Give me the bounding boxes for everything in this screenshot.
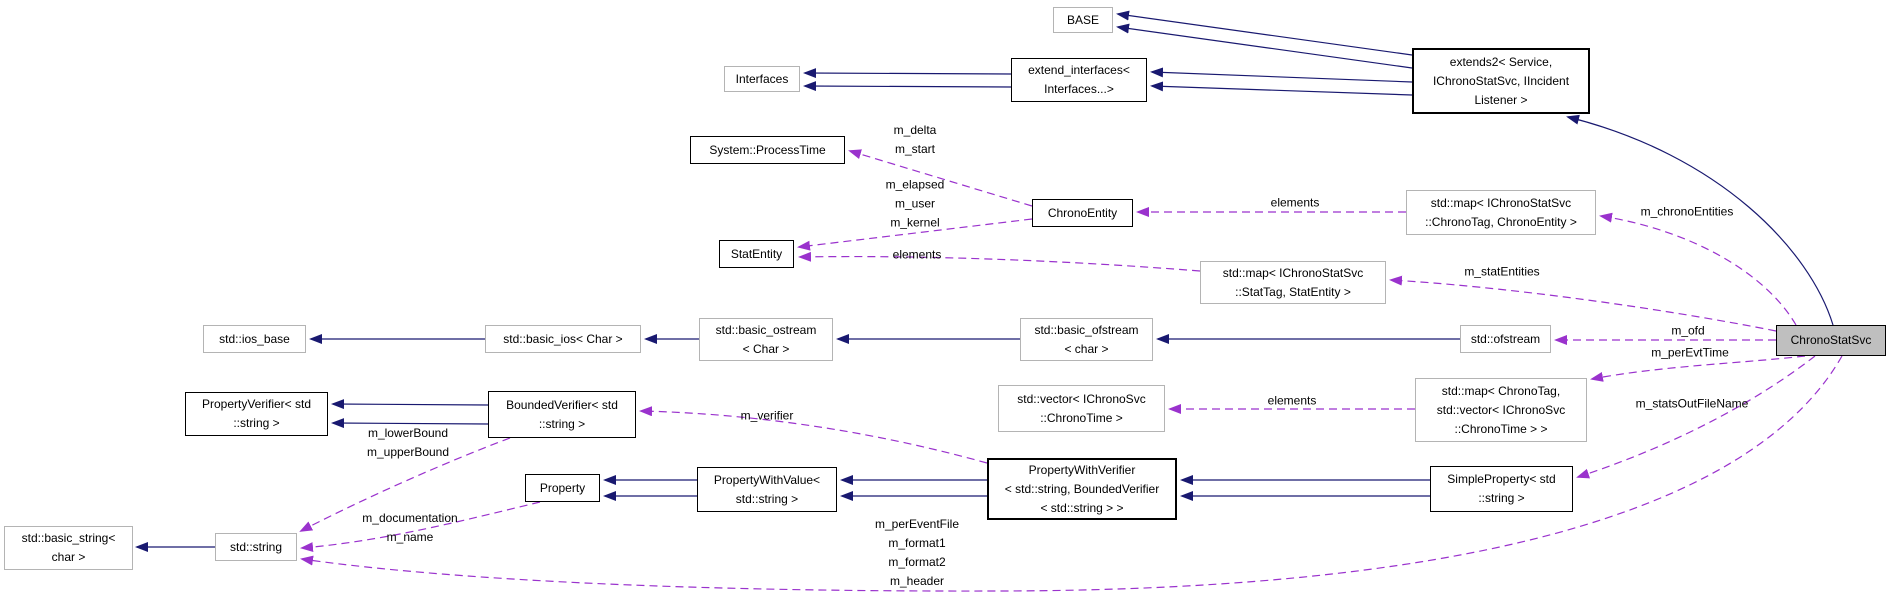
edge-chronostatsvc-extends2	[1566, 114, 1834, 326]
edge-label-m-elapsed-user-kernel: m_elapsed m_user m_kernel	[885, 177, 945, 230]
edge-extends2-extendinterfaces-1	[1150, 67, 1413, 83]
edge-chronoentity-processtime	[848, 149, 1033, 207]
node-map-chronotime[interactable]: std::map< ChronoTag, std::vector< IChron…	[1415, 378, 1587, 442]
node-ios-base[interactable]: std::ios_base	[203, 325, 306, 353]
edge-boundedverifier-propertyverifier-1	[331, 399, 489, 410]
node-base[interactable]: BASE	[1053, 7, 1113, 33]
edge-extends2-base-1	[1116, 10, 1413, 56]
edge-label-m-verifier: m_verifier	[740, 408, 794, 423]
node-system-processtime[interactable]: System::ProcessTime	[690, 136, 845, 164]
node-basic-ostream[interactable]: std::basic_ostream < Char >	[699, 318, 833, 361]
node-map-chronotag[interactable]: std::map< IChronoStatSvc ::ChronoTag, Ch…	[1406, 190, 1596, 235]
edge-label-m-documentation-name: m_documentation m_name	[362, 511, 458, 544]
edge-extends2-base-2	[1116, 23, 1413, 69]
edge-label-m-statsoutfilename: m_statsOutFileName	[1635, 396, 1749, 411]
edge-label-m-chronoentities: m_chronoEntities	[1640, 204, 1734, 219]
edge-propertywithverifier-boundedverifier	[639, 406, 988, 464]
edge-label-m-perevttime: m_perEvtTime	[1651, 345, 1729, 360]
edge-chronostatsvc-mapstattag	[1389, 275, 1777, 332]
edge-label-per-event-bundle: m_perEventFile m_format1 m_format2 m_hea…	[874, 517, 960, 588]
node-vector-chronotime[interactable]: std::vector< IChronoSvc ::ChronoTime >	[998, 385, 1165, 432]
node-extends2[interactable]: extends2< Service, IChronoStatSvc, IInci…	[1412, 48, 1590, 114]
node-interfaces[interactable]: Interfaces	[724, 66, 800, 92]
edge-label-elements-chrono: elements	[1270, 195, 1320, 210]
edge-label-m-ofd: m_ofd	[1671, 323, 1705, 338]
node-boundedverifier[interactable]: BoundedVerifier< std ::string >	[488, 391, 636, 438]
node-propertywithvalue[interactable]: PropertyWithValue< std::string >	[697, 467, 837, 512]
edge-chronostatsvc-mapchronotag	[1599, 212, 1797, 326]
edge-extends2-extendinterfaces-2	[1150, 81, 1413, 96]
edge-boundedverifier-propertyverifier-2	[331, 418, 489, 429]
node-std-string[interactable]: std::string	[215, 533, 297, 561]
edge-boundedverifier-stdstring	[299, 437, 511, 532]
edge-mapstattag-statentity	[798, 251, 1201, 272]
node-map-stattag[interactable]: std::map< IChronoStatSvc ::StatTag, Stat…	[1200, 261, 1386, 304]
node-simpleproperty[interactable]: SimpleProperty< std ::string >	[1430, 466, 1573, 512]
node-propertywithverifier[interactable]: PropertyWithVerifier < std::string, Boun…	[987, 458, 1177, 520]
edge-chronostatsvc-stdstring	[300, 355, 1843, 592]
edge-extendinterfaces-interfaces-2	[803, 81, 1012, 92]
node-ofstream[interactable]: std::ofstream	[1460, 325, 1551, 353]
edge-label-elements-vector: elements	[1267, 393, 1317, 408]
edge-chronoentity-statentity	[797, 218, 1033, 251]
edge-chronostatsvc-mapchronotime	[1590, 355, 1806, 382]
edge-label-elements-stat: elements	[892, 247, 942, 262]
node-basic-ios[interactable]: std::basic_ios< Char >	[485, 325, 641, 353]
edge-label-m-statentities: m_statEntities	[1464, 264, 1540, 279]
node-propertyverifier[interactable]: PropertyVerifier< std ::string >	[185, 392, 328, 436]
node-chronoentity[interactable]: ChronoEntity	[1032, 199, 1133, 227]
node-statentity[interactable]: StatEntity	[719, 240, 794, 268]
edge-extendinterfaces-interfaces-1	[803, 68, 1012, 79]
node-chronostatsvc[interactable]: ChronoStatSvc	[1776, 325, 1886, 356]
edge-property-stdstring	[300, 501, 541, 553]
edge-label-m-lower-upper-bound: m_lowerBound m_upperBound	[366, 426, 450, 459]
node-basic-string[interactable]: std::basic_string< char >	[4, 526, 133, 570]
node-basic-ofstream[interactable]: std::basic_ofstream < char >	[1020, 318, 1153, 361]
edge-label-m-delta-m-start: m_delta m_start	[893, 123, 937, 156]
edge-chronostatsvc-simpleproperty	[1576, 355, 1816, 479]
node-extend-interfaces[interactable]: extend_interfaces< Interfaces...>	[1011, 58, 1147, 102]
node-property[interactable]: Property	[525, 474, 600, 502]
